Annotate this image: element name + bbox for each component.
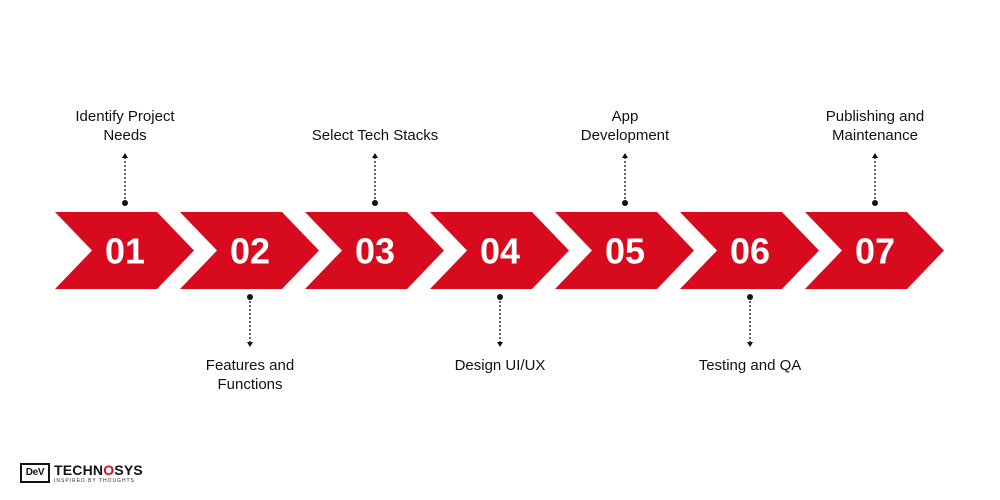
connector-dot-02 [247,294,253,300]
step-chevron-04 [430,212,569,289]
step-label-03: Select Tech Stacks [300,126,450,145]
logo-badge: DeV [20,463,50,483]
connector-arrowhead-06 [747,342,753,347]
step-number-03: 03 [355,231,395,272]
step-chevron-07 [805,212,944,289]
step-label-line2: Maintenance [832,127,918,144]
connector-dot-04 [497,294,503,300]
step-number-01: 01 [105,231,145,272]
step-label-06: Testing and QA [675,356,825,375]
connector-arrowhead-01 [122,153,128,158]
step-label-line1: Features and [205,357,295,374]
step-chevron-01 [55,212,194,289]
connector-dot-01 [122,200,128,206]
step-number-05: 05 [605,231,645,272]
step-number-07: 07 [855,231,895,272]
connector-arrowhead-02 [247,342,253,347]
step-number-06: 06 [730,231,770,272]
logo-tagline: INSPIRED BY THOUGHTS [54,478,135,484]
step-label-line1: Publishing and [825,108,925,125]
step-number-04: 04 [480,231,520,272]
connector-arrowhead-05 [622,153,628,158]
step-label-line2: Development [580,127,670,144]
step-label-line1: Testing and QA [698,357,802,374]
step-label-line1: App [611,108,639,125]
connector-arrowhead-04 [497,342,503,347]
devtechnosys-logo: DeV TECHNOSYS INSPIRED BY THOUGHTS [20,462,143,488]
connector-dot-06 [747,294,753,300]
logo-wordmark-accent: O [103,462,115,478]
logo-wordmark: TECHNOSYS [54,462,143,478]
step-chevron-03 [305,212,444,289]
step-label-line1: Design UI/UX [454,357,546,374]
logo-wordmark-part2: SYS [114,462,143,478]
step-chevron-05 [555,212,694,289]
connector-dot-07 [872,200,878,206]
logo-wordmark-part1: TECHN [54,462,104,478]
step-label-04: Design UI/UX [425,356,575,375]
step-number-02: 02 [230,231,270,272]
step-chevron-02 [180,212,319,289]
connector-arrowhead-03 [372,153,378,158]
connector-arrowhead-07 [872,153,878,158]
step-chevron-06 [680,212,819,289]
step-label-line2: Functions [217,376,283,393]
connector-dot-03 [372,200,378,206]
step-label-line1: Identify Project [75,108,175,125]
step-label-line2: Needs [103,127,147,144]
connector-dot-05 [622,200,628,206]
step-label-line1: Select Tech Stacks [311,127,439,144]
